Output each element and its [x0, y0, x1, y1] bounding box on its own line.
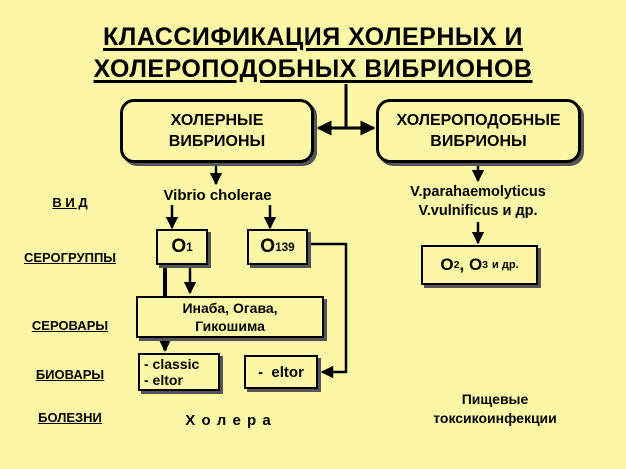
title-line-2: ХОЛЕРОПОДОБНЫХ ВИБРИОНОВ	[93, 55, 533, 83]
biovar-eltor: - eltor	[144, 372, 183, 388]
serogroup-separator: ,	[459, 255, 469, 274]
species-vibrio-cholerae: Vibrio cholerae	[163, 187, 272, 204]
cholera-like-vibrios-box: ХОЛЕРОПОДОБНЫЕ ВИБРИОНЫ	[376, 99, 581, 163]
serogroup-o139-number: 139	[275, 240, 295, 254]
disease-food-line-2: токсикоинфекции	[433, 410, 557, 426]
species-cholera-like: V.parahaemolyticus V.vulnificus и др.	[378, 183, 578, 221]
serovars-line-2: Гикошима	[195, 318, 265, 334]
species-vparahaemolyticus: V.parahaemolyticus	[410, 184, 546, 200]
serogroup-o1-letter: O	[171, 236, 187, 257]
row-label-serovars: СЕРОВАРЫ	[31, 318, 109, 333]
row-label-diseases: БОЛЕЗНИ	[38, 410, 102, 425]
biovars-eltor-box: - eltor	[244, 355, 318, 389]
biovar-classic: - classic	[144, 356, 200, 372]
serogroup-others-suffix: и др.	[492, 259, 519, 271]
cholera-vibrios-line-1: ХОЛЕРНЫЕ	[170, 112, 264, 129]
row-label-species: В И Д	[52, 195, 88, 210]
serogroup-o139-letter: O	[260, 236, 276, 257]
serovars-box: Инаба, Огава, Гикошима	[136, 296, 324, 338]
row-label-biovars: БИОВАРЫ	[35, 367, 105, 382]
row-label-serogroups: СЕРОГРУППЫ	[23, 250, 117, 265]
serogroup-o3-number: 3	[482, 259, 489, 271]
biovar-eltor-o139: - eltor	[258, 363, 304, 381]
disease-food-line-1: Пищевые	[461, 391, 529, 407]
serogroup-o1-number: 1	[186, 240, 193, 254]
cholera-like-vibrios-line-2: ВИБРИОНЫ	[430, 133, 527, 150]
disease-cholera: Х о л е р а	[185, 412, 271, 429]
cholera-vibrios-box: ХОЛЕРНЫЕ ВИБРИОНЫ	[120, 99, 314, 163]
title-line-1: КЛАССИФИКАЦИЯ ХОЛЕРНЫХ И	[103, 23, 523, 51]
serogroup-o2-number: 2	[453, 259, 460, 271]
serogroup-o2-letter: O	[440, 255, 454, 274]
serovars-line-1: Инаба, Огава,	[182, 300, 278, 316]
o139-to-eltor-arrow	[308, 242, 348, 379]
cholera-vibrios-line-2: ВИБРИОНЫ	[168, 133, 266, 150]
disease-food-toxicoinfections: Пищевые токсикоинфекции	[405, 390, 585, 428]
biovars-classic-eltor-box: - classic - eltor	[138, 353, 220, 391]
cholera-like-vibrios-line-1: ХОЛЕРОПОДОБНЫЕ	[396, 112, 561, 129]
serogroup-o3-letter: O	[468, 255, 483, 274]
species-vvulnificus: V.vulnificus и др.	[418, 203, 538, 219]
